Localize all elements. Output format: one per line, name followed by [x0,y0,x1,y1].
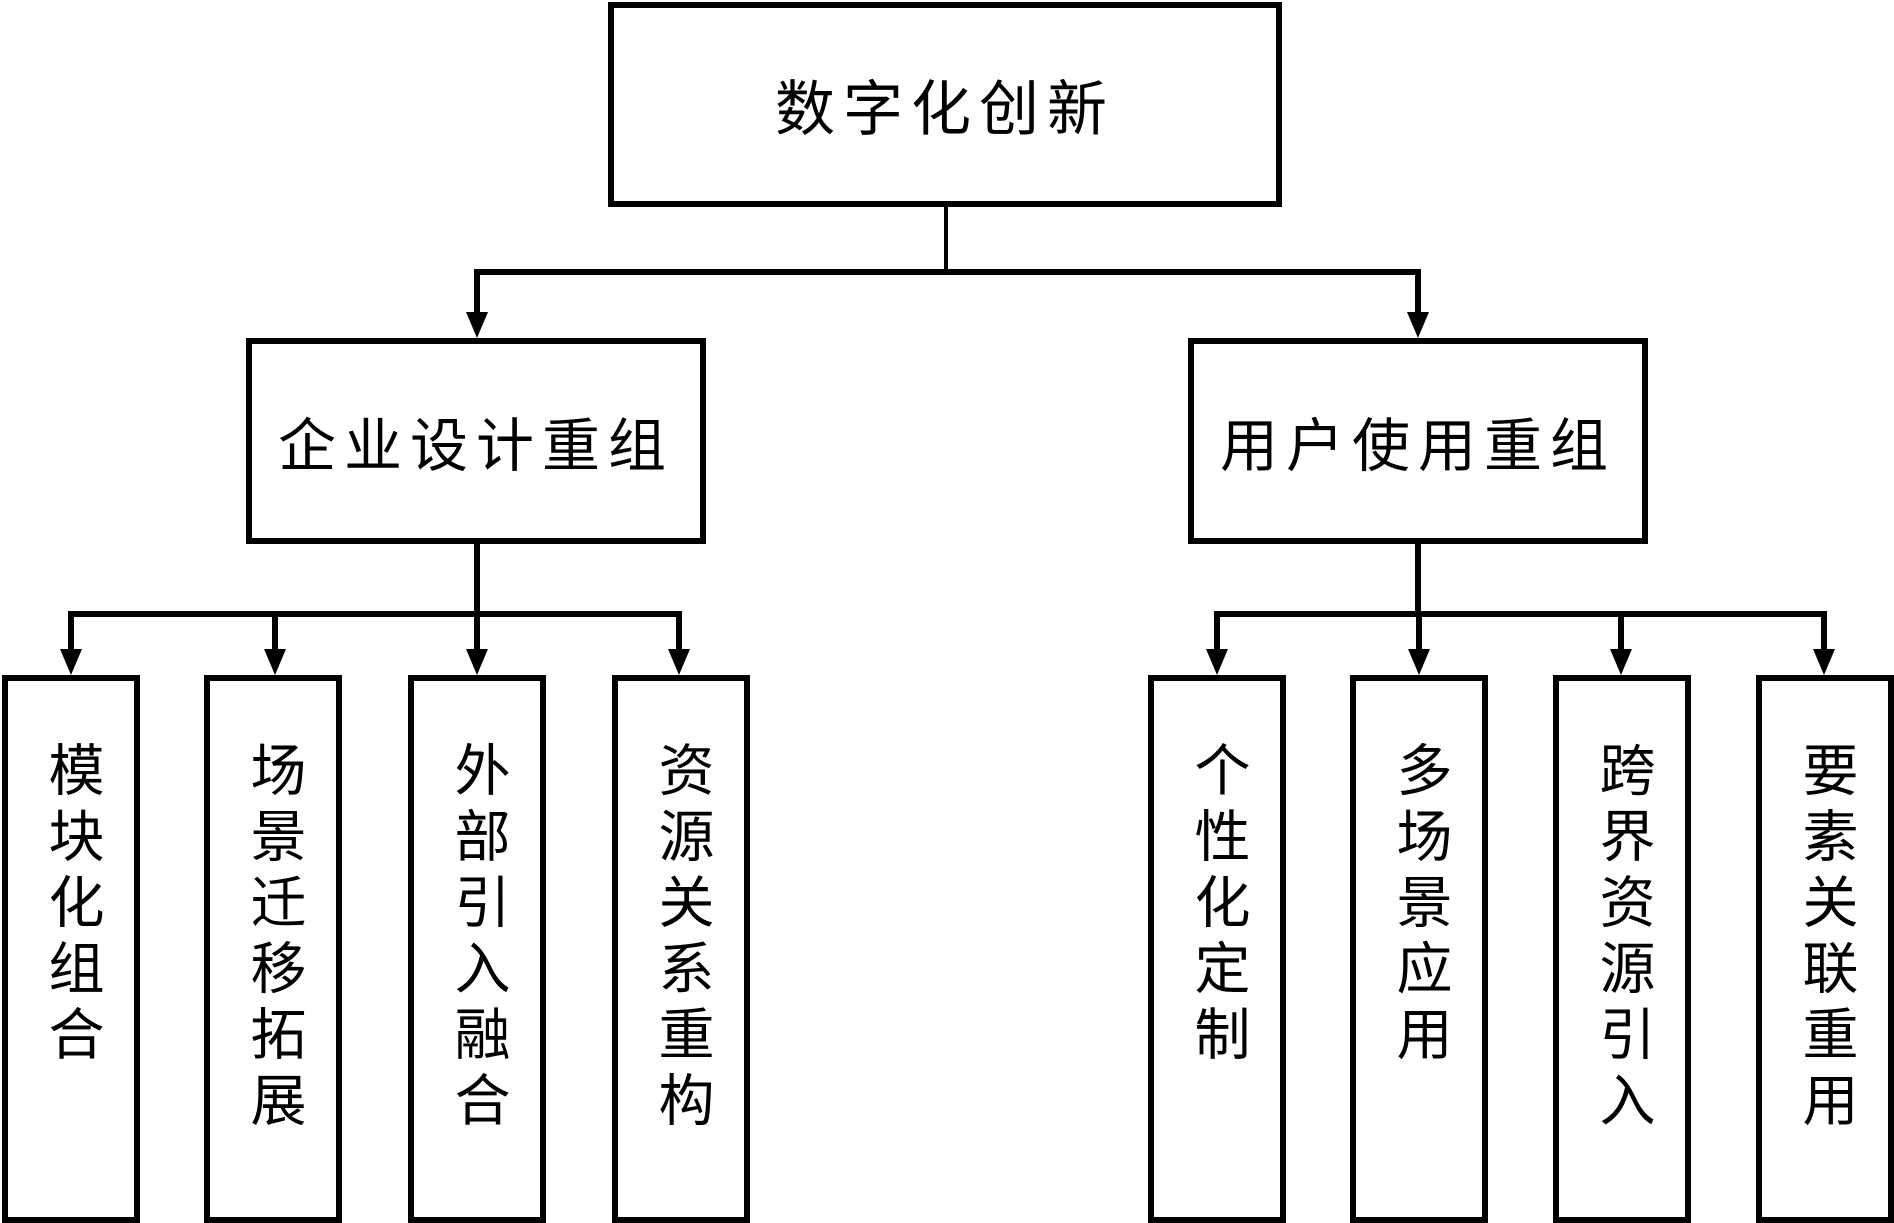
arrow-head-icon [466,312,488,338]
arrow-head-icon [1206,649,1228,675]
leaf-node-label: 模块化组合 [39,741,104,1071]
leaf-node-label: 场景迁移拓展 [241,741,306,1137]
branch-node-label: 用户使用重组 [1219,412,1616,480]
leaf-node-resource-restructure: 资源关系重构 [612,675,750,1223]
leaf-node-multi-scene: 多场景应用 [1350,675,1488,1223]
arrow-head-icon [264,649,286,675]
leaf-node-label: 跨界资源引入 [1590,741,1655,1137]
branch-node-label: 企业设计重组 [277,412,674,480]
arrow-head-icon [1408,649,1430,675]
branch-node-enterprise-design: 企业设计重组 [246,338,706,544]
leaf-node-label: 要素关联重用 [1793,741,1858,1137]
root-node-label: 数字化创新 [775,75,1115,145]
branch-node-user-usage: 用户使用重组 [1188,338,1648,544]
leaf-node-scene-migration: 场景迁移拓展 [204,675,342,1223]
leaf-node-modular-combination: 模块化组合 [2,675,140,1223]
arrow-head-icon [1610,649,1632,675]
arrow-head-icon [668,649,690,675]
arrow-head-icon [1407,312,1429,338]
arrow-head-icon [1813,649,1835,675]
leaf-node-label: 资源关系重构 [649,741,714,1137]
leaf-node-label: 外部引入融合 [445,741,510,1137]
leaf-node-label: 多场景应用 [1387,741,1452,1071]
leaf-node-personalization: 个性化定制 [1148,675,1286,1223]
arrow-head-icon [60,649,82,675]
leaf-node-element-reuse: 要素关联重用 [1756,675,1894,1223]
arrow-head-icon [466,649,488,675]
leaf-node-external-integration: 外部引入融合 [408,675,546,1223]
leaf-node-label: 个性化定制 [1185,741,1250,1071]
root-node: 数字化创新 [608,2,1282,207]
leaf-node-cross-boundary: 跨界资源引入 [1553,675,1691,1223]
